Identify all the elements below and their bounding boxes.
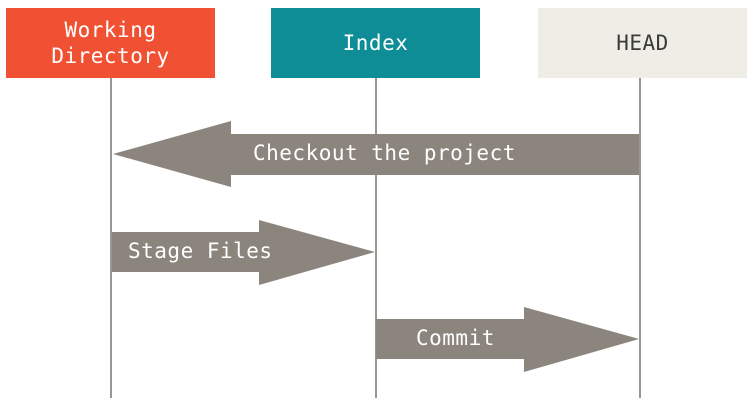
stage-files-label: Stage Files <box>128 239 273 263</box>
working-directory-box: Working Directory <box>6 8 215 78</box>
head-label: HEAD <box>616 31 669 55</box>
index-box: Index <box>271 8 480 78</box>
index-lifeline <box>375 78 377 398</box>
head-box: HEAD <box>538 8 747 78</box>
working-directory-label-line2: Directory <box>51 44 170 68</box>
checkout-arrow <box>113 121 639 187</box>
commit-arrow <box>376 307 639 372</box>
working-directory-label-line1: Working <box>64 18 157 42</box>
stage-files-arrow <box>112 220 375 285</box>
working-directory-lifeline <box>110 78 112 398</box>
index-label: Index <box>342 31 409 55</box>
checkout-label: Checkout the project <box>253 141 516 165</box>
head-lifeline <box>639 78 641 398</box>
commit-label: Commit <box>416 326 495 350</box>
